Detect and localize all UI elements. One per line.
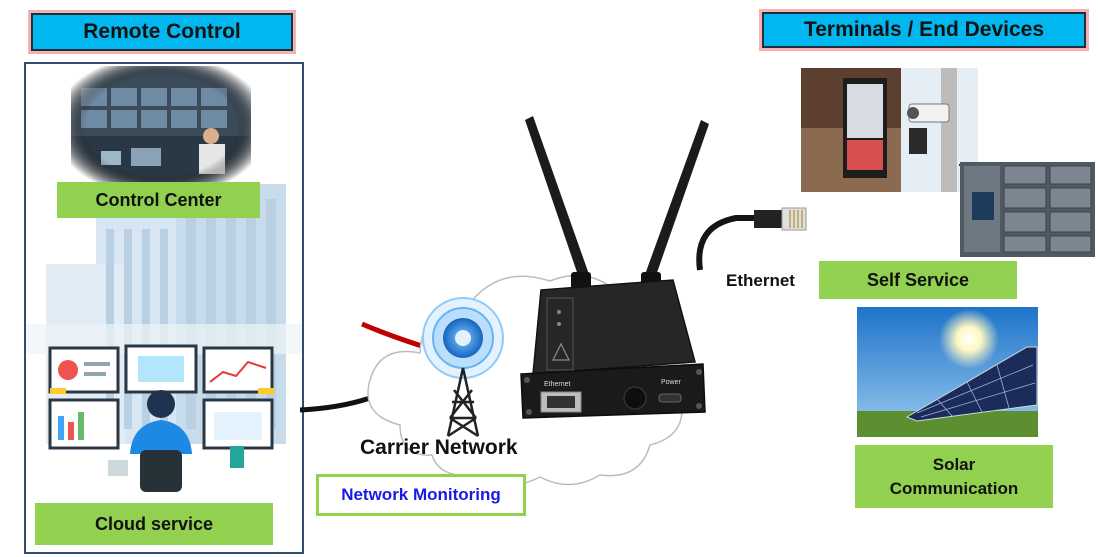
cloud-service-label-text: Cloud service xyxy=(94,513,214,534)
ethernet-cable-icon xyxy=(696,207,807,271)
solar-panel-photo xyxy=(857,307,1038,437)
solar-communication-label: Solar Communication xyxy=(855,445,1053,508)
self-service-label-text: Self Service xyxy=(866,269,970,290)
network-monitoring-box: Network Monitoring xyxy=(316,474,526,516)
control-center-photo xyxy=(71,66,251,186)
cloud-service-label: Cloud service xyxy=(35,503,273,545)
remote-control-panel xyxy=(24,62,304,554)
control-center-label-text: Control Center xyxy=(95,189,222,210)
solar-communication-line2: Communication xyxy=(889,478,1019,498)
solar-communication-line1: Solar xyxy=(932,454,976,474)
cloud-service-illustration xyxy=(48,344,274,492)
remote-control-header-text: Remote Control xyxy=(83,20,241,43)
control-center-label: Control Center xyxy=(57,182,260,218)
cell-tower-icon xyxy=(422,297,504,438)
router-device xyxy=(520,116,709,419)
carrier-network-label: Carrier Network xyxy=(360,436,518,459)
ethernet-label: Ethernet xyxy=(726,271,795,290)
self-service-label: Self Service xyxy=(819,261,1017,299)
terminals-header: Terminals / End Devices xyxy=(762,12,1086,48)
locker-photo xyxy=(960,162,1095,257)
router-power-port-label: Power xyxy=(661,379,681,386)
terminals-header-text: Terminals / End Devices xyxy=(803,18,1045,41)
self-service-photo xyxy=(801,68,978,256)
router-ethernet-port-label: Ethernet xyxy=(544,381,571,388)
remote-control-header: Remote Control xyxy=(31,13,293,51)
network-monitoring-label: Network Monitoring xyxy=(341,485,501,504)
